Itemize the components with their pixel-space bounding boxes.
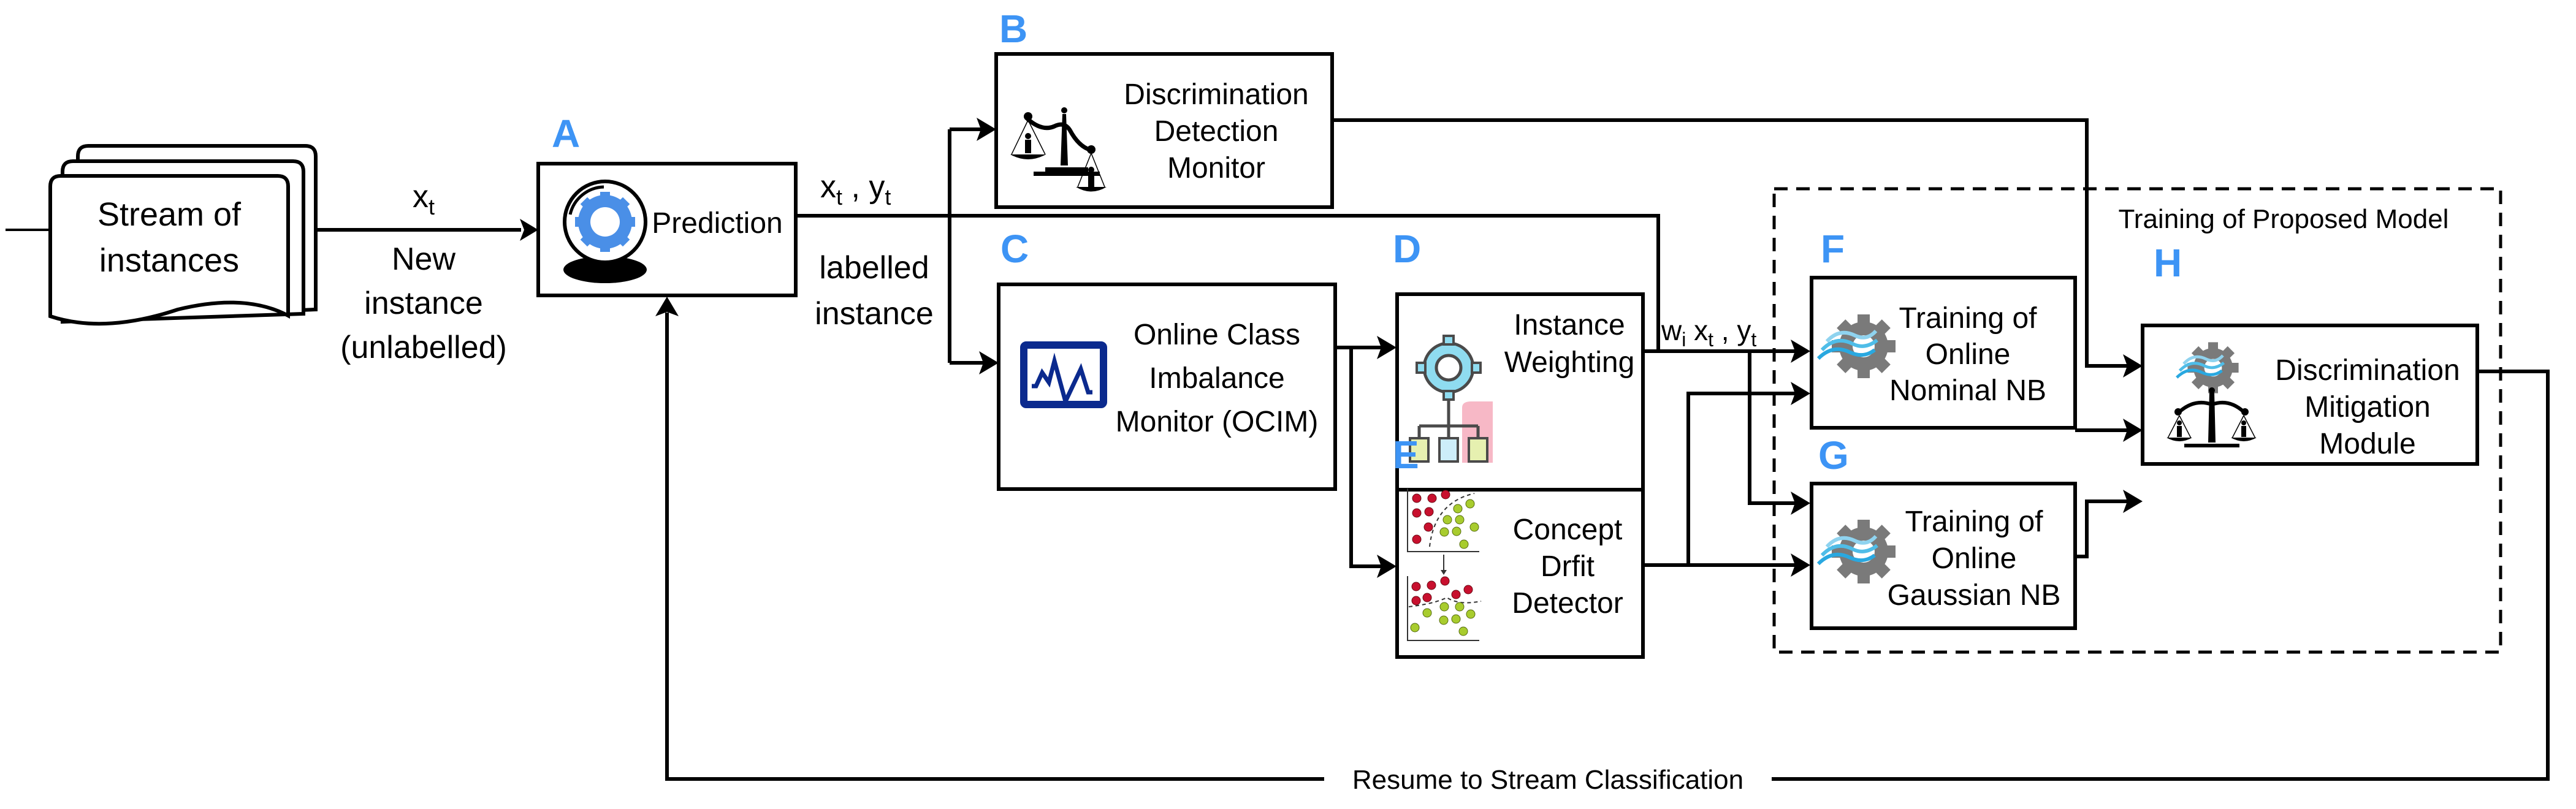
wire-e-to-f [1686, 392, 1795, 565]
arrowhead-e-into-f [1791, 382, 1810, 405]
monitor-waveform-icon [1020, 341, 1107, 408]
training-group-border [1772, 187, 2502, 654]
edge-labels: xt New instance (unlabelled) xt , yt lab… [340, 169, 1756, 795]
module-a[interactable]: A Prediction [536, 112, 798, 297]
labelled-vars-label: xt , yt [820, 169, 891, 210]
module-e-line-1: Concept [1513, 514, 1623, 546]
input-caption-line-1: New [392, 241, 455, 277]
wire-g-to-h [2075, 499, 2127, 558]
scales-of-justice-icon [2166, 387, 2257, 447]
gear-waves-icon [2176, 342, 2239, 393]
arrowhead-into-e [1377, 555, 1397, 578]
weighted-vars-label: wi xt , yt [1661, 314, 1756, 351]
gear-waves-icon [1816, 314, 1896, 378]
stream-doc-front [48, 174, 290, 326]
labelled-caption-line-2: instance [815, 296, 934, 332]
training-group-title: Training of Proposed Model [2119, 204, 2449, 234]
crystal-ball-gear-icon [563, 180, 647, 283]
arrowhead-f-into-h [2123, 419, 2143, 442]
module-c-line-2: Imbalance [1149, 362, 1284, 395]
module-d[interactable]: D Instance Weighting [1393, 227, 1645, 530]
wire-feedback-right [1772, 370, 2550, 781]
arrowhead-g-into-h [2123, 490, 2143, 513]
module-e-line-3: Detector [1512, 587, 1623, 620]
module-d-letter: D [1393, 227, 1421, 271]
input-caption-line-2: instance [364, 286, 483, 321]
arrowhead-e-into-g [1791, 553, 1810, 577]
gear-waves-icon [1816, 520, 1896, 583]
stream-label-line-1: Stream of [97, 196, 242, 233]
module-c-letter: C [1000, 227, 1029, 271]
module-b-line-2: Detection [1154, 115, 1279, 148]
arrowhead-into-a-bottom [655, 297, 679, 316]
arrowhead-into-c [979, 351, 999, 374]
labelled-caption-line-1: labelled [819, 250, 929, 286]
module-b-line-3: Monitor [1167, 152, 1265, 184]
input-var-label: xt [413, 179, 435, 219]
module-h-line-1: Discrimination [2275, 354, 2460, 387]
module-f[interactable]: F Training of Online Nominal NB [1810, 227, 2077, 430]
stream-label-line-2: instances [99, 242, 239, 279]
wire-b-to-h [1332, 118, 2127, 368]
module-c-line-3: Monitor (OCIM) [1116, 406, 1319, 438]
module-b-box[interactable] [994, 52, 1334, 209]
module-a-letter: A [552, 112, 580, 156]
module-f-line-2: Online [1926, 338, 2011, 371]
arrowhead-into-a [520, 219, 538, 241]
arrowhead-into-d [1377, 336, 1397, 359]
module-h-line-3: Module [2319, 428, 2415, 460]
arrowhead-b-into-h [2123, 354, 2143, 378]
module-f-letter: F [1821, 227, 1845, 271]
wire-d-to-g [1748, 351, 1795, 505]
module-b-line-1: Discrimination [1124, 78, 1308, 111]
module-b[interactable]: B Discrimination Detection Monitor [994, 7, 1334, 209]
wire-c-to-e [1349, 348, 1381, 568]
arrowhead-d-into-g [1791, 492, 1810, 515]
connections [316, 118, 2550, 781]
arrowhead-into-b [977, 118, 996, 141]
arrowhead-d-into-f [1791, 340, 1810, 363]
scales-of-justice-icon [1010, 107, 1107, 192]
module-e-line-2: Drfit [1541, 550, 1595, 583]
module-h-letter: H [2154, 241, 2182, 285]
module-e[interactable]: E [1393, 433, 1645, 659]
wire-a-labelled-bus [796, 214, 1660, 351]
module-h[interactable]: H [2141, 241, 2479, 466]
wire-feedback-left [665, 313, 1324, 781]
module-c-line-1: Online Class [1134, 319, 1300, 351]
input-caption-line-3: (unlabelled) [340, 330, 507, 365]
training-group: Training of Proposed Model [1772, 187, 2502, 654]
module-f-line-3: Nominal NB [1889, 374, 2046, 407]
module-a-title: Prediction [652, 207, 782, 240]
feedback-label: Resume to Stream Classification [1352, 765, 1743, 795]
module-g-line-1: Training of [1905, 506, 2044, 538]
module-e-letter: E [1393, 433, 1419, 477]
module-g-line-2: Online [1932, 542, 2017, 575]
module-g[interactable]: G Training of Online Gaussian NB [1810, 433, 2077, 630]
module-d-line-1: Instance [1514, 309, 1625, 341]
module-g-box[interactable] [1810, 482, 2077, 630]
module-g-line-3: Gaussian NB [1888, 579, 2061, 612]
module-c-box[interactable] [997, 283, 1337, 491]
module-d-line-2: Weighting [1504, 346, 1635, 379]
module-h-line-2: Mitigation [2304, 391, 2430, 423]
gear-hierarchy-icon [1409, 335, 1493, 463]
concept-drift-scatter-icon [1407, 488, 1482, 641]
module-b-letter: B [999, 7, 1027, 51]
module-f-line-1: Training of [1899, 302, 2038, 335]
stream-source: Stream of instances [6, 144, 318, 326]
module-c[interactable]: C Online Class Imbalance Monitor (OCIM) [997, 227, 1337, 491]
module-g-letter: G [1818, 433, 1849, 477]
